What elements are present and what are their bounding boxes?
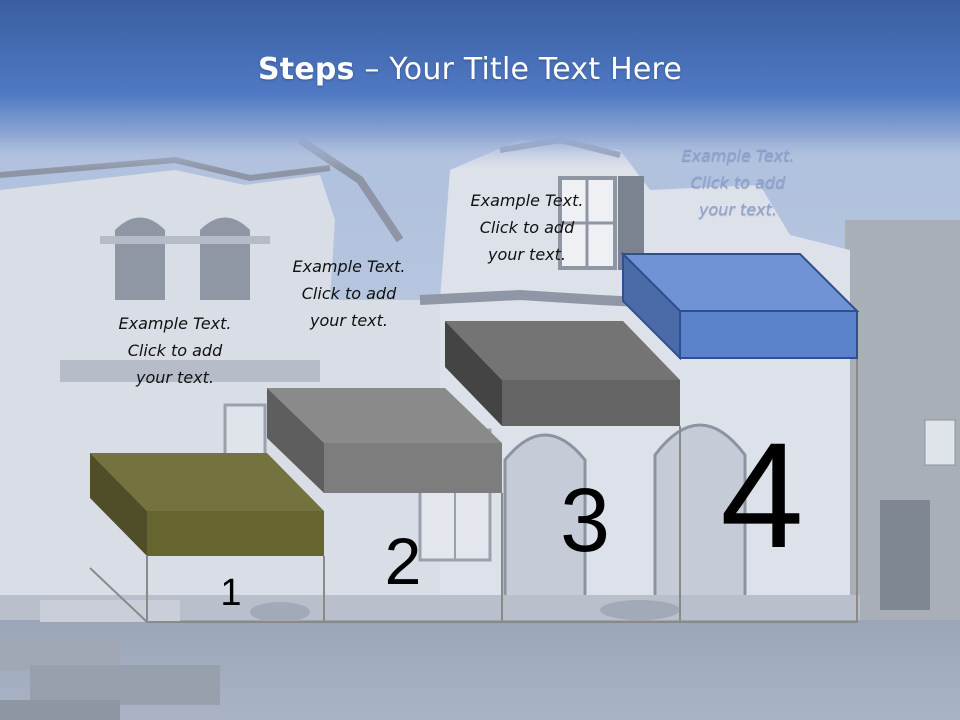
step-2-block[interactable] [267,388,502,493]
step-2-caption[interactable]: Example Text. Click to add your text. [264,253,434,334]
step-4-caption-line1: Example Text. [681,146,795,165]
step-4-caption-line2: Click to add [690,173,786,192]
step-2-number: 2 [384,524,422,598]
step-4-caption[interactable]: Example Text. Click to add your text. [653,142,823,223]
step-1-caption[interactable]: Example Text. Click to add your text. [90,310,260,391]
title-bold-word: Steps [257,52,355,87]
step-1-block[interactable] [90,453,324,556]
step-1-number: 1 [220,572,242,614]
slide-title[interactable]: Steps – Your Title Text Here [0,52,940,87]
step-3-caption[interactable]: Example Text. Click to add your text. [442,187,612,268]
step-2-caption-line3: your text. [309,311,388,330]
step-1-caption-line2: Click to add [127,341,223,360]
step-3-number: 3 [559,471,611,571]
header-band [0,0,960,170]
step-1-caption-line3: your text. [135,368,214,387]
step-3-caption-line3: your text. [487,245,566,264]
title-rest: – Your Title Text Here [354,52,683,87]
step-2-caption-line1: Example Text. [292,257,406,276]
step-2-caption-line2: Click to add [301,284,397,303]
step-4-block[interactable] [620,251,860,361]
step-3-caption-line1: Example Text. [470,191,584,210]
steps-frame [89,358,858,623]
step-4-number: 4 [720,411,804,579]
step-4-caption-line3: your text. [698,200,777,219]
step-3-caption-line2: Click to add [479,218,575,237]
step-1-caption-line1: Example Text. [118,314,232,333]
step-3-block[interactable] [445,321,680,426]
